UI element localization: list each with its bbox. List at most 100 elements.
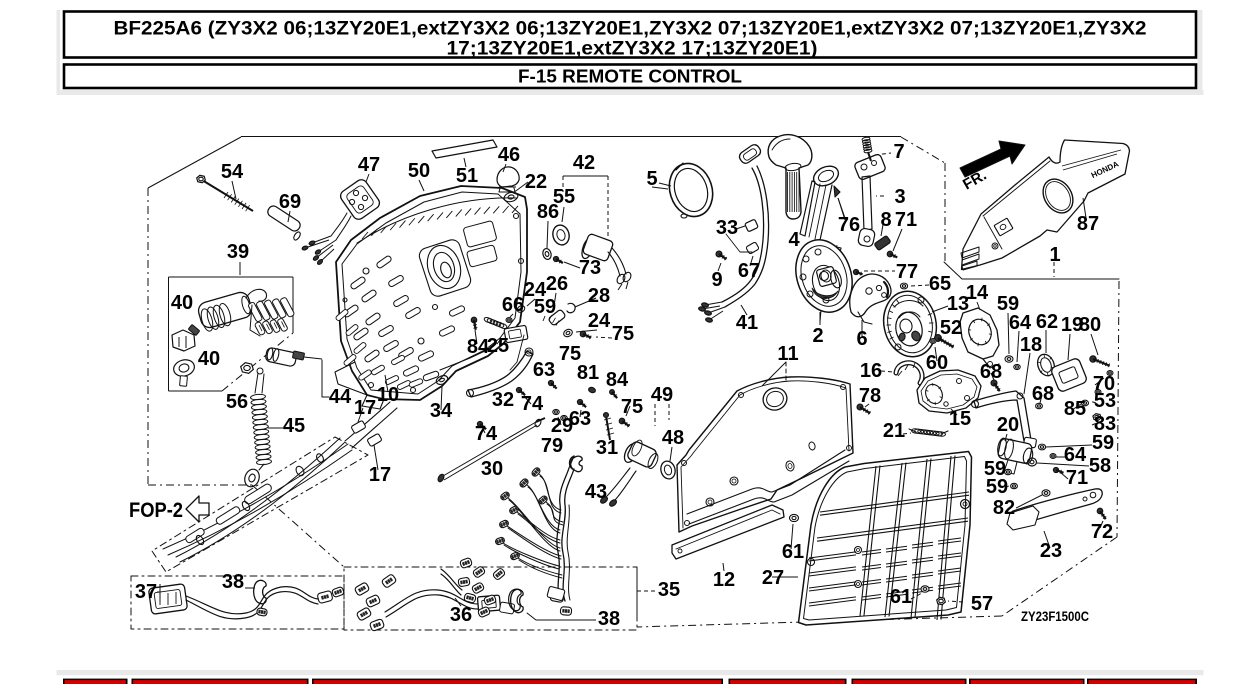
svg-text:59: 59 — [534, 296, 556, 318]
svg-text:65: 65 — [929, 273, 951, 295]
svg-text:F-15 REMOTE CONTROL: F-15 REMOTE CONTROL — [518, 67, 742, 87]
svg-text:40: 40 — [171, 292, 193, 314]
svg-text:9: 9 — [711, 269, 722, 291]
svg-text:84: 84 — [467, 336, 490, 358]
svg-text:63: 63 — [569, 408, 591, 430]
svg-text:71: 71 — [1066, 467, 1088, 489]
svg-text:BF225A6 (ZY3X2 06;13ZY20E1,ext: BF225A6 (ZY3X2 06;13ZY20E1,extZY3X2 06;1… — [114, 19, 1147, 40]
svg-text:59: 59 — [997, 293, 1019, 315]
svg-text:30: 30 — [481, 458, 503, 480]
svg-text:27: 27 — [762, 567, 784, 589]
svg-text:18: 18 — [1020, 334, 1042, 356]
svg-text:66: 66 — [502, 294, 524, 316]
svg-text:86: 86 — [537, 201, 559, 223]
svg-text:79: 79 — [541, 435, 563, 457]
svg-text:17: 17 — [369, 464, 391, 486]
svg-text:25: 25 — [487, 335, 509, 357]
svg-text:35: 35 — [658, 579, 680, 601]
svg-text:64: 64 — [1009, 312, 1032, 334]
svg-text:68: 68 — [1032, 383, 1054, 405]
svg-text:74: 74 — [475, 423, 498, 445]
svg-text:68: 68 — [980, 361, 1002, 383]
svg-text:75: 75 — [559, 343, 581, 365]
svg-text:16: 16 — [860, 360, 882, 382]
svg-text:85: 85 — [1064, 398, 1086, 420]
svg-text:55: 55 — [553, 186, 575, 208]
svg-text:61: 61 — [890, 586, 912, 608]
svg-text:84: 84 — [606, 369, 629, 391]
svg-text:24: 24 — [524, 279, 547, 301]
svg-text:75: 75 — [612, 323, 634, 345]
svg-text:80: 80 — [1079, 314, 1101, 336]
svg-text:62: 62 — [1036, 311, 1058, 333]
svg-text:37: 37 — [135, 581, 157, 603]
svg-text:21: 21 — [883, 420, 905, 442]
svg-text:71: 71 — [895, 209, 917, 231]
svg-text:75: 75 — [621, 396, 643, 418]
svg-text:FOP-2: FOP-2 — [129, 499, 183, 522]
svg-text:83: 83 — [1094, 413, 1116, 435]
svg-text:57: 57 — [971, 593, 993, 615]
svg-text:11: 11 — [777, 343, 798, 365]
svg-text:40: 40 — [198, 348, 220, 370]
svg-text:8: 8 — [880, 209, 891, 231]
svg-text:60: 60 — [926, 352, 948, 374]
svg-text:44: 44 — [329, 386, 352, 408]
svg-text:81: 81 — [577, 362, 599, 384]
svg-text:22: 22 — [525, 171, 547, 193]
svg-text:2: 2 — [812, 325, 823, 347]
svg-text:59: 59 — [986, 476, 1008, 498]
svg-text:52: 52 — [940, 317, 962, 339]
svg-text:87: 87 — [1077, 213, 1099, 235]
svg-text:6: 6 — [856, 328, 867, 350]
svg-text:15: 15 — [949, 408, 971, 430]
svg-text:46: 46 — [498, 144, 520, 166]
svg-text:17: 17 — [354, 397, 376, 419]
svg-text:31: 31 — [596, 437, 618, 459]
svg-text:17;13ZY20E1,extZY3X2 17;13ZY20: 17;13ZY20E1,extZY3X2 17;13ZY20E1) — [447, 39, 818, 60]
svg-text:70: 70 — [1093, 373, 1115, 395]
svg-text:82: 82 — [993, 497, 1015, 519]
svg-text:43: 43 — [585, 481, 607, 503]
svg-text:7: 7 — [893, 141, 904, 163]
svg-text:47: 47 — [358, 154, 380, 176]
svg-text:13: 13 — [947, 293, 969, 315]
svg-text:41: 41 — [736, 312, 758, 334]
svg-text:38: 38 — [222, 571, 244, 593]
svg-text:4: 4 — [788, 229, 800, 251]
svg-text:14: 14 — [966, 282, 989, 304]
svg-text:74: 74 — [521, 393, 544, 415]
svg-text:59: 59 — [984, 458, 1006, 480]
svg-text:73: 73 — [579, 257, 601, 279]
svg-text:67: 67 — [738, 260, 760, 282]
svg-text:3: 3 — [894, 186, 905, 208]
svg-text:50: 50 — [408, 160, 430, 182]
svg-text:76: 76 — [838, 214, 860, 236]
svg-text:69: 69 — [279, 191, 301, 213]
svg-text:63: 63 — [533, 359, 555, 381]
svg-text:29: 29 — [551, 415, 573, 437]
svg-text:59: 59 — [1092, 432, 1114, 454]
svg-text:26: 26 — [546, 273, 568, 295]
svg-text:23: 23 — [1040, 540, 1062, 562]
svg-text:45: 45 — [283, 415, 305, 437]
svg-text:36: 36 — [450, 604, 472, 626]
svg-text:24: 24 — [588, 310, 611, 332]
svg-text:56: 56 — [226, 391, 248, 413]
svg-text:72: 72 — [1091, 521, 1113, 543]
svg-text:77: 77 — [896, 261, 918, 283]
svg-text:48: 48 — [662, 427, 684, 449]
svg-text:53: 53 — [1094, 390, 1116, 412]
svg-text:61: 61 — [782, 541, 804, 563]
svg-text:49: 49 — [651, 384, 673, 406]
svg-text:32: 32 — [492, 389, 514, 411]
svg-text:5: 5 — [646, 168, 657, 190]
svg-text:33: 33 — [716, 217, 738, 239]
svg-text:38: 38 — [598, 608, 620, 630]
svg-text:ZY23F1500C: ZY23F1500C — [1021, 608, 1089, 624]
svg-text:34: 34 — [430, 400, 453, 422]
svg-text:10: 10 — [377, 384, 399, 406]
svg-text:39: 39 — [227, 241, 249, 263]
svg-text:1: 1 — [1049, 244, 1060, 266]
svg-text:42: 42 — [573, 152, 595, 174]
